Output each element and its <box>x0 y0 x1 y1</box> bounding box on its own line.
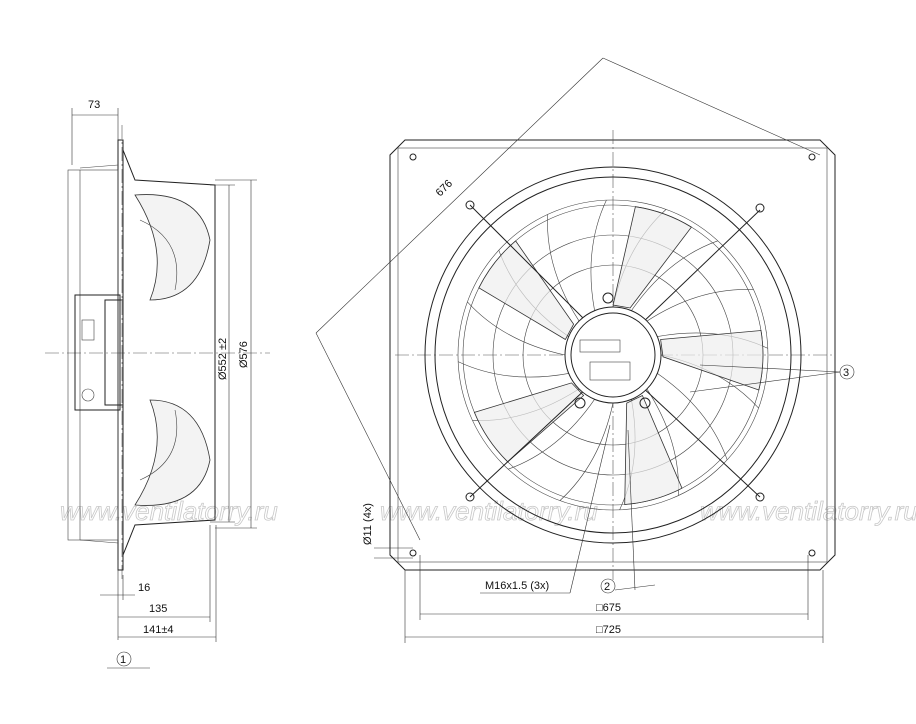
side-blade-upper <box>134 194 211 301</box>
callout-1-label: 1 <box>120 654 126 666</box>
front-guard-ring-1 <box>457 199 769 511</box>
guard-spoke <box>631 240 718 311</box>
motor-hub-outer <box>564 306 662 404</box>
corner-hole-bl <box>409 549 417 557</box>
dim-576-label: Ø576 <box>238 341 250 368</box>
strut-br <box>639 384 761 498</box>
side-guard-body <box>67 169 119 541</box>
motor-mount-br <box>639 397 651 409</box>
side-cable-gland <box>81 388 95 402</box>
impeller-blade <box>660 330 764 391</box>
side-nozzle-outline <box>122 149 216 556</box>
callout-3-leader-a <box>699 364 841 373</box>
impeller-blade <box>612 206 692 309</box>
dim-hole-label: Ø11 (4x) <box>362 503 374 545</box>
dim-676-label: 676 <box>434 178 455 199</box>
strut-bolt-br <box>755 492 765 502</box>
strut-bl <box>469 384 591 498</box>
callout-2-circle <box>600 578 616 594</box>
dim-676-ext-bottom <box>315 332 421 541</box>
watermark-text-2: www.ventilatorry.ru <box>380 496 598 526</box>
side-blade-lower <box>134 399 211 506</box>
callout-2-ext <box>627 429 636 591</box>
front-support-struts <box>465 200 765 502</box>
guard-spoke <box>508 399 595 470</box>
side-blade-lines <box>139 219 178 481</box>
callout-3-leader-b <box>689 371 841 393</box>
side-view: 73 Ø552 ±2 Ø576 16 135 141±4 1 <box>45 99 270 669</box>
dim-thread-label: M16x1.5 (3x) <box>485 580 549 592</box>
motor-mount-bl <box>574 397 586 409</box>
front-nozzle-outer <box>424 166 802 544</box>
corner-hole-br <box>808 549 816 557</box>
front-view: 676 Ø11 (4x) M16x1.5 (3x) 2 3 □675 □725 <box>315 57 855 643</box>
guard-spoke <box>590 199 607 311</box>
strut-bolt-tl <box>465 200 475 210</box>
dim-16-label: 16 <box>138 582 150 594</box>
dim-73-label: 73 <box>88 99 100 111</box>
guard-spoke <box>467 301 566 356</box>
corner-hole-tl <box>409 153 417 161</box>
strut-tr <box>639 209 761 326</box>
dim-676-ext-top <box>602 57 821 156</box>
dim-552-label: Ø552 ±2 <box>217 338 229 380</box>
callout-2-label: 2 <box>604 581 610 593</box>
guard-spoke <box>646 289 754 322</box>
impeller-blade <box>478 240 575 341</box>
dim-135-label: 135 <box>149 603 167 615</box>
dim-141-label: 141±4 <box>143 624 174 636</box>
callout-1-circle <box>116 651 132 667</box>
dim-725-label: □725 <box>596 624 621 636</box>
callout-3-label: 3 <box>843 367 849 379</box>
front-impeller-blades <box>473 206 764 505</box>
front-nozzle-inner <box>434 176 792 534</box>
watermark-text-3: www.ventilatorry.ru <box>700 496 916 526</box>
strut-tl <box>469 204 591 326</box>
dim-thread-leader-diag <box>569 424 611 594</box>
motor-label-plate <box>579 339 621 353</box>
dim-676-line <box>315 57 604 334</box>
impeller-blade <box>624 394 683 505</box>
guard-spoke <box>559 402 614 501</box>
dim-675-label: □675 <box>596 602 621 614</box>
motor-hub-inner <box>570 312 656 398</box>
guard-spoke <box>547 214 580 322</box>
strut-bolt-tr <box>755 203 765 213</box>
motor-mount-top <box>602 292 614 304</box>
guard-spoke <box>457 361 569 378</box>
strut-bolt-bl <box>465 492 475 502</box>
guard-spoke <box>657 373 728 460</box>
corner-hole-tr <box>808 153 816 161</box>
front-plate-outline <box>389 139 836 571</box>
side-motor-rotor <box>104 299 124 406</box>
side-motor-body <box>74 294 121 411</box>
motor-terminal-box <box>589 361 631 381</box>
side-support-lines <box>79 164 119 544</box>
side-terminal-box <box>81 319 95 341</box>
